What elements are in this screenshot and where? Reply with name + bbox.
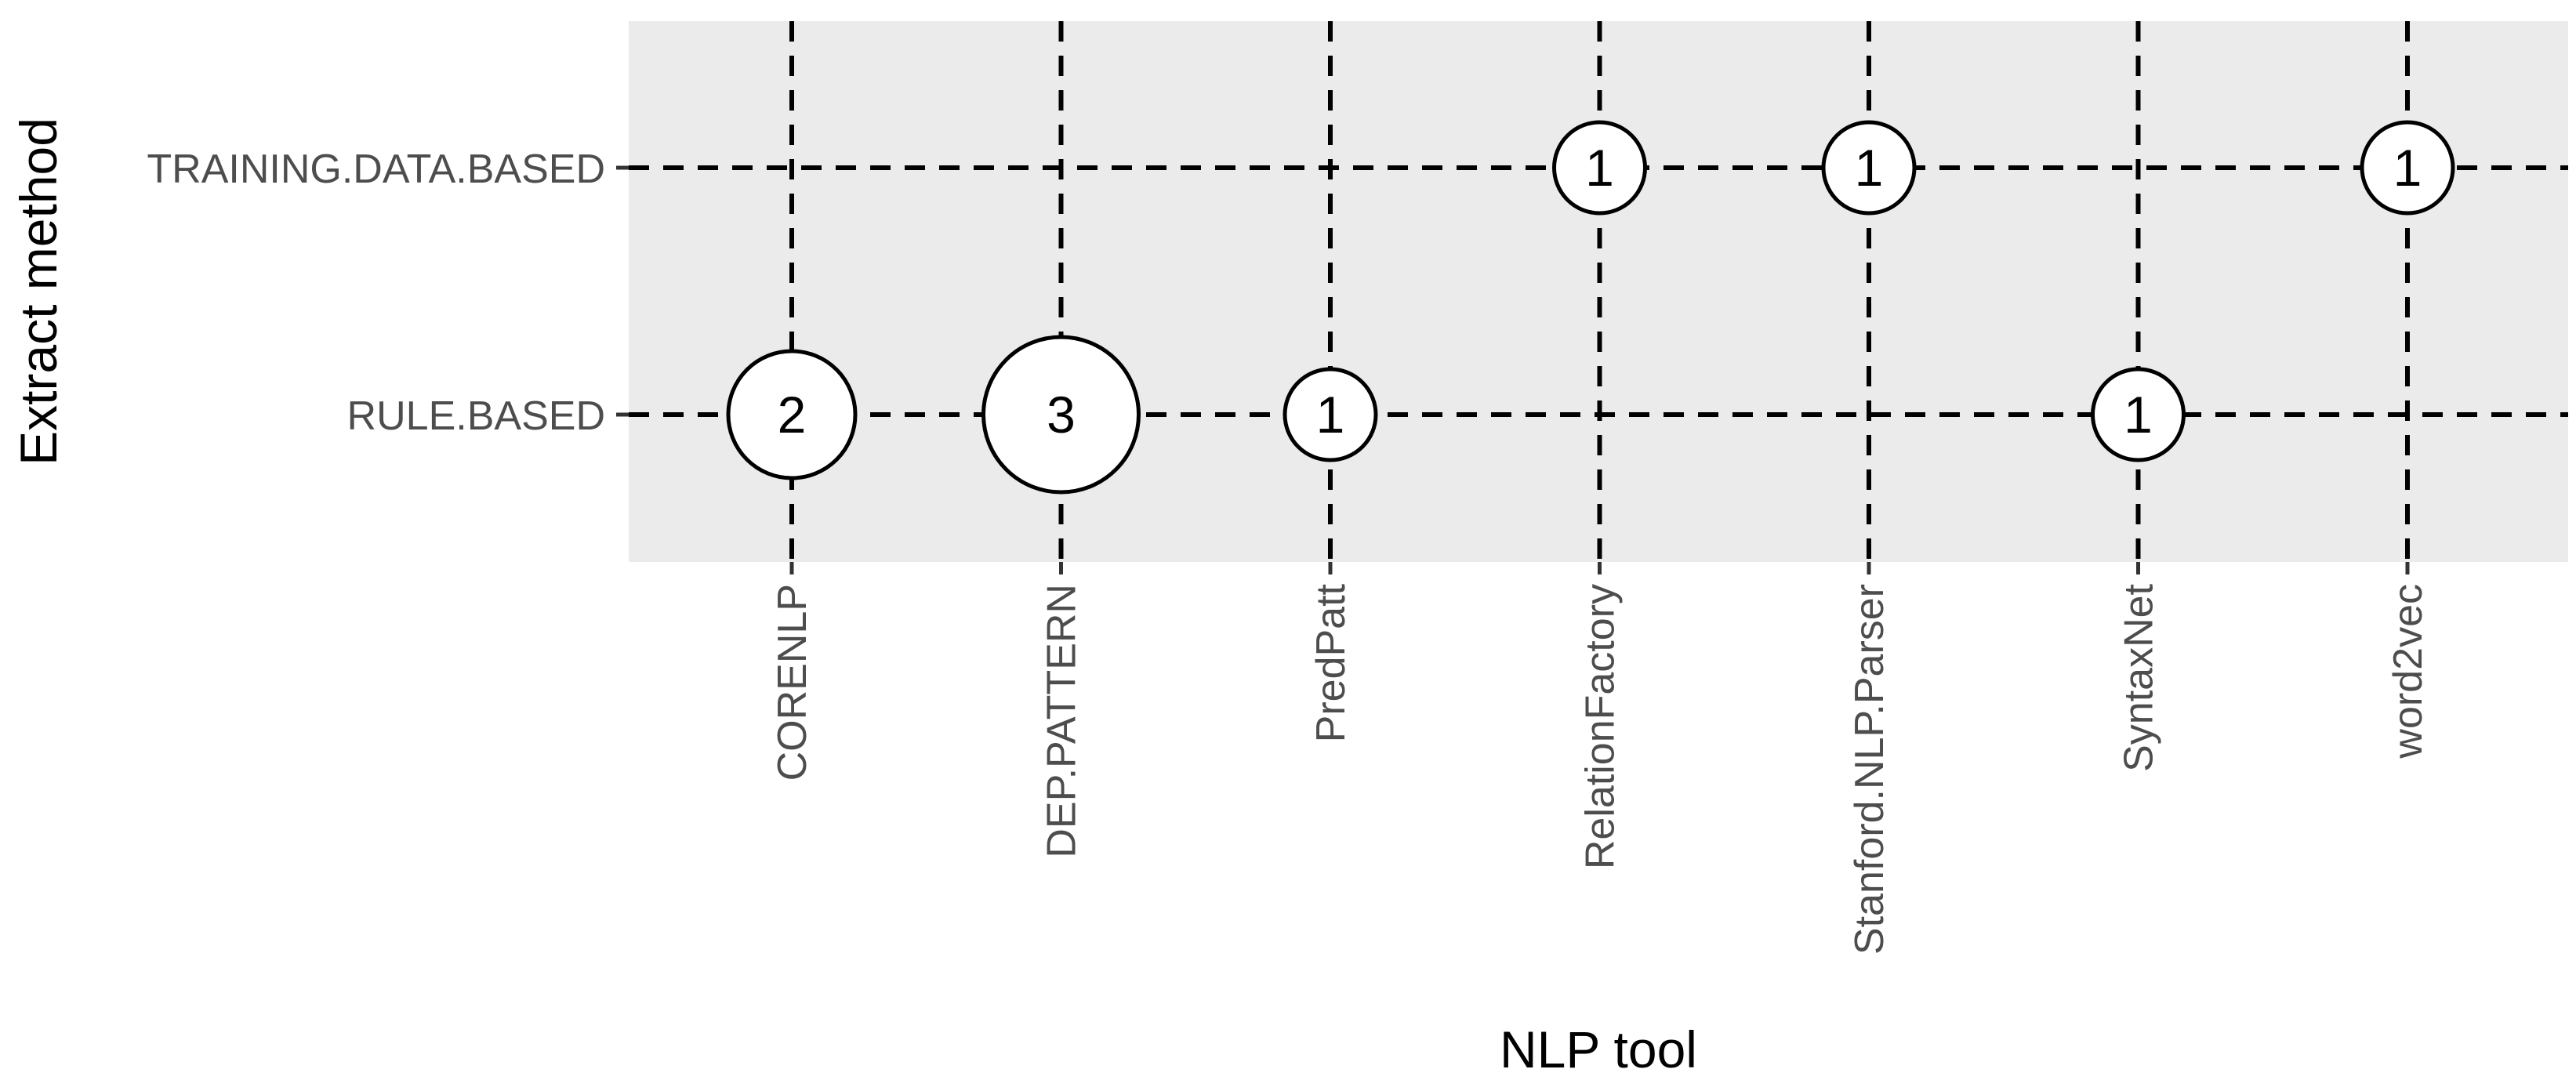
x-tick-label: DEP.PATTERN [1039,584,1085,858]
bubble-count-label: 1 [2124,386,2153,444]
bubble [1552,120,1647,216]
y-tick-labels: TRAINING.DATA.BASED RULE.BASED [147,147,605,439]
bubble-count-label: 3 [1047,386,1076,444]
y-tick-label: TRAINING.DATA.BASED [147,147,605,192]
y-axis-title: Extract method [9,118,67,466]
x-tick-label: RelationFactory [1578,584,1624,869]
bubble [1821,120,1917,216]
x-tick-labels: CORENLP DEP.PATTERN PredPatt RelationFactor… [770,583,2431,955]
x-tick-label: PredPatt [1308,583,1354,742]
y-tick-label: RULE.BASED [347,393,605,439]
bubble-count-label: 1 [1585,139,1614,197]
bubble [981,335,1141,495]
bubbles: 2 3 1 1 1 1 1 [726,120,2455,495]
x-tick-label: Stanford.NLP.Parser [1847,584,1892,955]
x-tick-label: SyntaxNet [2117,583,2162,771]
bubble [2091,367,2186,462]
bubble [726,349,858,480]
x-tick-label: CORENLP [770,584,815,781]
bubble [1283,367,1378,462]
x-tick-label: word2vec [2386,584,2431,759]
x-axis-title: NLP tool [1500,1020,1697,1078]
bubble-count-label: 2 [778,386,807,444]
bubble [2360,120,2455,216]
bubble-count-label: 1 [2393,139,2422,197]
bubble-count-label: 1 [1316,386,1345,444]
bubble-count-label: 1 [1855,139,1884,197]
